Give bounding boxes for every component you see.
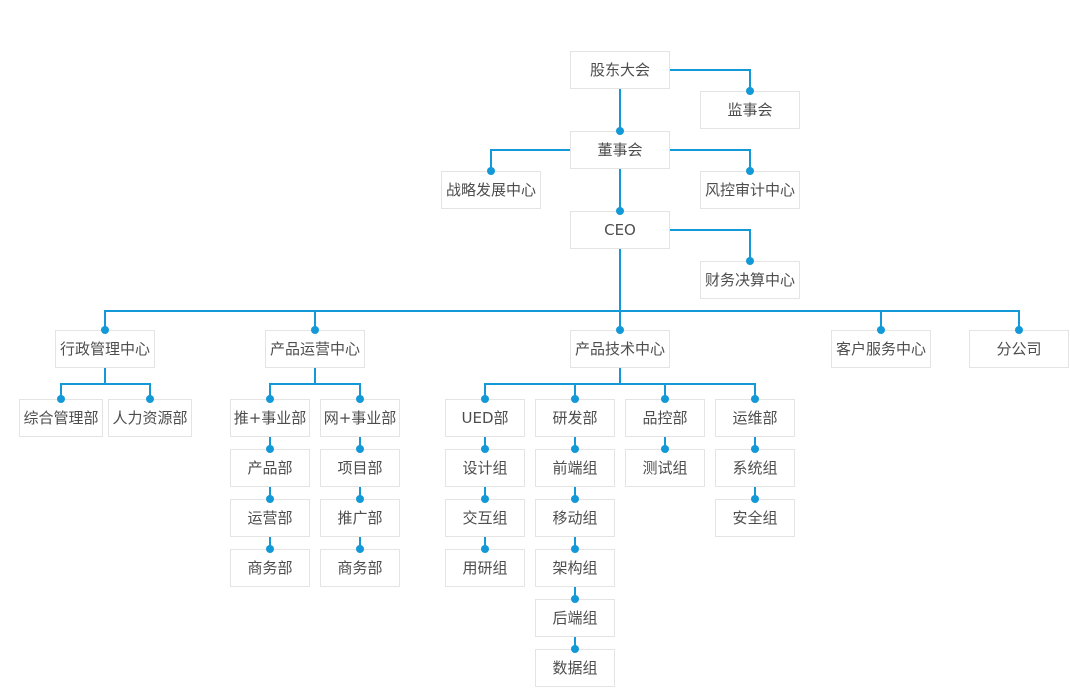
org-node-business-dept-1: 商务部	[230, 549, 310, 587]
org-node-strategy-center: 战略发展中心	[441, 171, 541, 209]
org-node-product-tech-center: 产品技术中心	[570, 330, 670, 368]
org-node-product-ops-center: 产品运营中心	[265, 330, 365, 368]
org-node-wang-business-dept: 网+事业部	[320, 399, 400, 437]
org-node-design-team: 设计组	[445, 449, 525, 487]
org-node-finance-center: 财务决算中心	[700, 261, 800, 299]
org-node-system-team: 系统组	[715, 449, 795, 487]
org-node-tui-business-dept: 推+事业部	[230, 399, 310, 437]
org-node-general-admin-dept: 综合管理部	[19, 399, 103, 437]
org-node-customer-service-center: 客户服务中心	[831, 330, 931, 368]
org-node-business-dept-2: 商务部	[320, 549, 400, 587]
org-node-branch-company: 分公司	[969, 330, 1069, 368]
org-node-rnd-dept: 研发部	[535, 399, 615, 437]
org-node-ops-maintenance-dept: 运维部	[715, 399, 795, 437]
org-node-testing-team: 测试组	[625, 449, 705, 487]
org-node-promotion-dept: 推广部	[320, 499, 400, 537]
org-node-board-of-directors: 董事会	[570, 131, 670, 169]
org-node-backend-team: 后端组	[535, 599, 615, 637]
org-node-user-research-team: 用研组	[445, 549, 525, 587]
org-node-hr-dept: 人力资源部	[108, 399, 192, 437]
org-node-frontend-team: 前端组	[535, 449, 615, 487]
org-node-shareholders: 股东大会	[570, 51, 670, 89]
org-node-ceo: CEO	[570, 211, 670, 249]
org-node-security-team: 安全组	[715, 499, 795, 537]
org-node-data-team: 数据组	[535, 649, 615, 687]
org-node-interaction-team: 交互组	[445, 499, 525, 537]
org-node-project-dept: 项目部	[320, 449, 400, 487]
org-node-ued-dept: UED部	[445, 399, 525, 437]
org-node-product-dept: 产品部	[230, 449, 310, 487]
org-node-supervisory-board: 监事会	[700, 91, 800, 129]
org-node-risk-audit-center: 风控审计中心	[700, 171, 800, 209]
org-node-admin-center: 行政管理中心	[55, 330, 155, 368]
org-node-qc-dept: 品控部	[625, 399, 705, 437]
org-node-architecture-team: 架构组	[535, 549, 615, 587]
org-node-mobile-team: 移动组	[535, 499, 615, 537]
org-node-operations-dept: 运营部	[230, 499, 310, 537]
